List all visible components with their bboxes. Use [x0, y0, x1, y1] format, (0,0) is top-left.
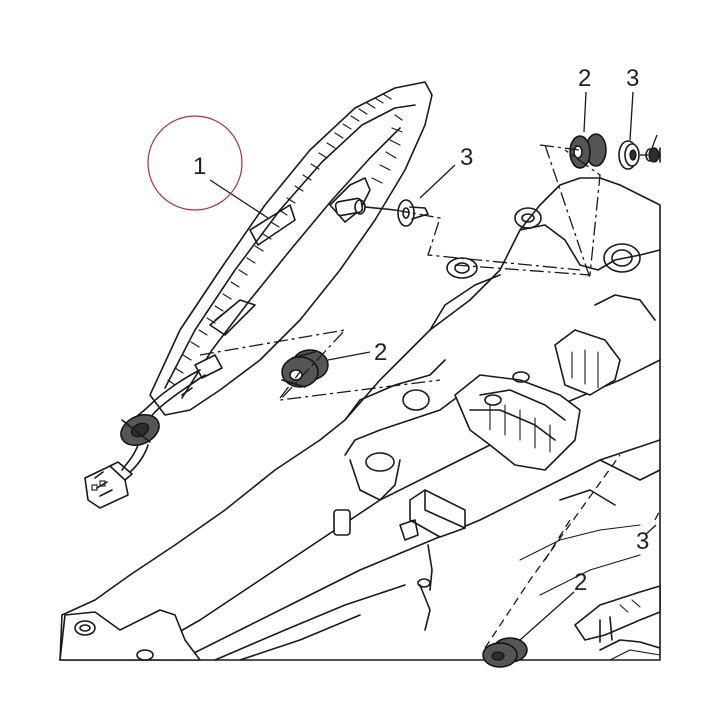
rear-subframe: [59, 177, 661, 661]
tail-light-assembly: [121, 81, 433, 473]
wire-connector: [84, 461, 133, 509]
callout-part-2-top: 2: [578, 65, 591, 92]
grommet-top: [569, 133, 607, 169]
callout-part-3-right: 3: [636, 528, 649, 555]
callout-part-2-bottom: 2: [574, 569, 587, 596]
washer-top: [618, 140, 661, 170]
callout-part-1: 1: [193, 153, 206, 180]
callout-part-3-mid: 3: [460, 144, 473, 171]
leader-lines: [209, 91, 658, 641]
callout-highlight-circle: [147, 115, 243, 211]
callout-part-3-top: 3: [626, 65, 639, 92]
cable-grommet: [120, 414, 160, 446]
grommet-bottom: [482, 637, 528, 668]
assembly-lines: [199, 144, 661, 649]
callout-part-2-mid: 2: [374, 339, 387, 366]
